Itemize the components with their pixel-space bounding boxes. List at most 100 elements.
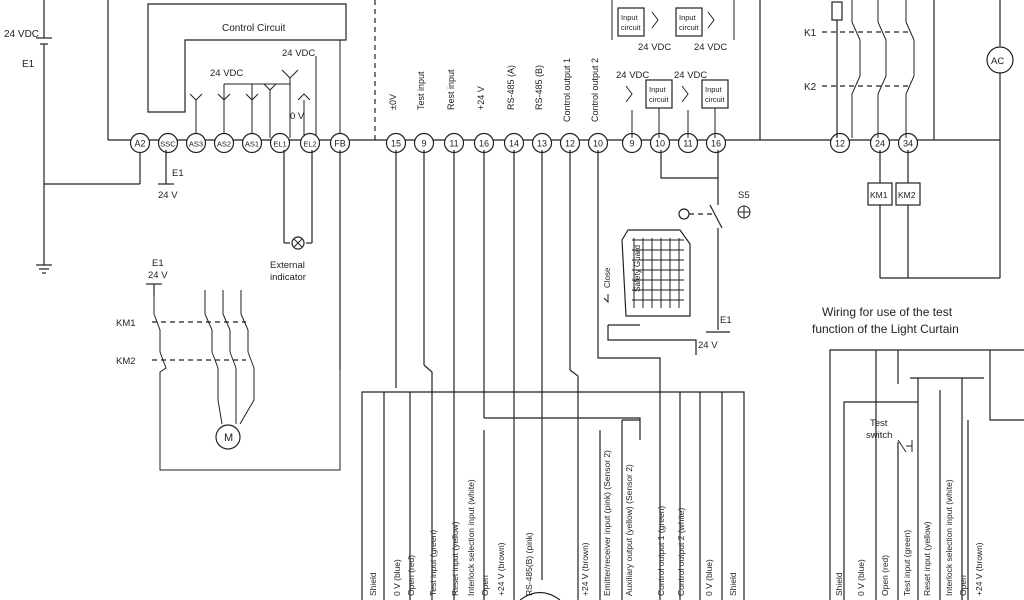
terminal: FB	[329, 132, 351, 154]
cable-wire-label: Control output 2 (white)	[676, 507, 686, 596]
guard-supply-name: E1	[720, 315, 732, 326]
terminal-label: 10	[593, 139, 603, 149]
test-title-line1: Wiring for use of the test	[822, 305, 953, 319]
terminal: 24	[869, 132, 891, 154]
ac-label: AC	[991, 56, 1004, 67]
terminal-label: 12	[565, 139, 575, 149]
cable-wire-label: +24 V (brown)	[496, 542, 506, 596]
signal-label: RS-485 (A)	[506, 65, 516, 110]
control-circuit-label: Control Circuit	[222, 23, 286, 34]
signal-label: Test input	[416, 71, 426, 110]
terminal-label: 9	[421, 139, 426, 149]
test-wire-label: Test input (green)	[902, 530, 912, 596]
ic-label: Input	[621, 13, 639, 22]
ic-label: Input	[679, 13, 697, 22]
ic-supply: 24 VDC	[638, 42, 671, 53]
s5-label: S5	[738, 190, 750, 201]
control-circuit: Control Circuit 24 VDC 24 VDC 0 V	[147, 3, 347, 138]
terminal: EL2	[299, 132, 321, 154]
terminal-label: 11	[449, 139, 458, 149]
terminal: AS1	[241, 132, 263, 154]
signal-label: Control output 1	[562, 58, 572, 122]
signal-label: RS-485 (B)	[534, 65, 544, 110]
terminal: 10	[587, 132, 609, 154]
cable-wire-label: RS-485(B) (pink)	[524, 532, 534, 596]
signal-label: Control output 2	[590, 58, 600, 122]
test-switch-label-2: switch	[866, 430, 892, 441]
terminal: 9	[413, 132, 435, 154]
ic-label: Input	[705, 85, 723, 94]
motor-label: M	[224, 432, 233, 444]
signal-labels: ±0V Test input Rest input +24 V RS-485 (…	[388, 58, 600, 122]
terminal-label: 24	[875, 139, 885, 149]
ssc-ref-name: E1	[172, 168, 184, 179]
terminal-label: 10	[655, 139, 665, 149]
test-wiring-panel: Wiring for use of the test function of t…	[812, 305, 1024, 600]
ic-label: Input	[649, 85, 667, 94]
guard-supply-voltage: 24 V	[698, 340, 718, 351]
signal-label: Rest input	[446, 69, 456, 110]
terminal: EL1	[269, 132, 291, 154]
cable-wire-label: 0 V (blue)	[704, 559, 714, 596]
cable-wire-label: Emitter/receiver input (pink) (Sensor 2)	[602, 450, 612, 596]
ssc-reference: E1 24 V	[158, 150, 184, 201]
terminal-label: SSC	[160, 140, 176, 149]
cable-wire-label: Shield	[368, 572, 378, 596]
cable-wire-label: Test input (green)	[428, 530, 438, 596]
motor-supply-name: E1	[152, 258, 164, 269]
terminal-label: AS2	[217, 140, 231, 149]
terminal-label: 14	[509, 139, 519, 149]
cc-zero-volt-label: 0 V	[290, 111, 305, 122]
terminal-label: 16	[711, 139, 721, 149]
terminal-label: 12	[835, 139, 845, 149]
signal-label: +24 V	[476, 86, 486, 110]
test-title-line2: function of the Light Curtain	[812, 322, 959, 336]
terminal-label: 13	[537, 139, 547, 149]
k1-label: K1	[804, 28, 817, 39]
transistor-symbols	[189, 40, 341, 138]
safety-guard-switch: S5 Safety Guard Close E1 24 V	[603, 150, 751, 355]
cable-wire-label: Open (red)	[406, 555, 416, 596]
cc-supply-label-1: 24 VDC	[282, 48, 315, 59]
ssc-ref-voltage: 24 V	[158, 190, 178, 201]
motor-icon: M	[215, 424, 241, 450]
terminal-label: EL1	[273, 140, 286, 149]
terminal-label: 16	[479, 139, 489, 149]
safety-mark-icon	[737, 205, 751, 219]
terminal: 10	[649, 132, 671, 154]
cable-wire-label: +24 V (brown)	[580, 542, 590, 596]
terminal: SSC	[157, 132, 179, 154]
terminal-label: AS1	[245, 140, 259, 149]
cable-wire-labels: Shield 0 V (blue) Open (red) Test input (gr…	[368, 450, 738, 596]
close-label: Close	[603, 267, 612, 288]
test-switch-label-1: Test	[870, 418, 888, 429]
terminal-label: 15	[391, 139, 401, 149]
test-wire-label: Open (red)	[880, 555, 890, 596]
test-wire-label: +24 V (brown)	[974, 542, 984, 596]
km2-label: KM2	[116, 356, 136, 367]
ic-label: circuit	[705, 95, 726, 104]
ic-label: circuit	[621, 23, 642, 32]
terminal: 12	[829, 132, 851, 154]
safety-guard-icon: Safety Guard	[621, 229, 691, 317]
ic-label: circuit	[679, 23, 700, 32]
motor-circuit: E1 24 V KM1 KM2 M	[116, 258, 341, 471]
km1-label: KM1	[116, 318, 136, 329]
cable-wire-label: Control output 1 (green)	[656, 506, 666, 596]
cable-wire-label: Auxiliary output (yellow) (Sensor 2)	[624, 464, 634, 596]
indicator-label-2: indicator	[270, 272, 306, 283]
terminal: 11	[443, 132, 465, 154]
cable-wire-label: Interlock selection input (white)	[466, 479, 476, 596]
test-wire-label: 0 V (blue)	[856, 559, 866, 596]
terminal: 12	[559, 132, 581, 154]
ic-supply: 24 VDC	[674, 70, 707, 81]
supply-voltage-label: 24 VDC	[4, 29, 39, 40]
terminal-label: 9	[629, 139, 634, 149]
terminal: AS3	[185, 132, 207, 154]
ground-icon	[36, 264, 52, 274]
terminal: 16	[473, 132, 495, 154]
cable-wire-label: Shield	[728, 572, 738, 596]
terminal: 11	[677, 132, 699, 154]
cable-wire-label: 0 V (blue)	[392, 559, 402, 596]
